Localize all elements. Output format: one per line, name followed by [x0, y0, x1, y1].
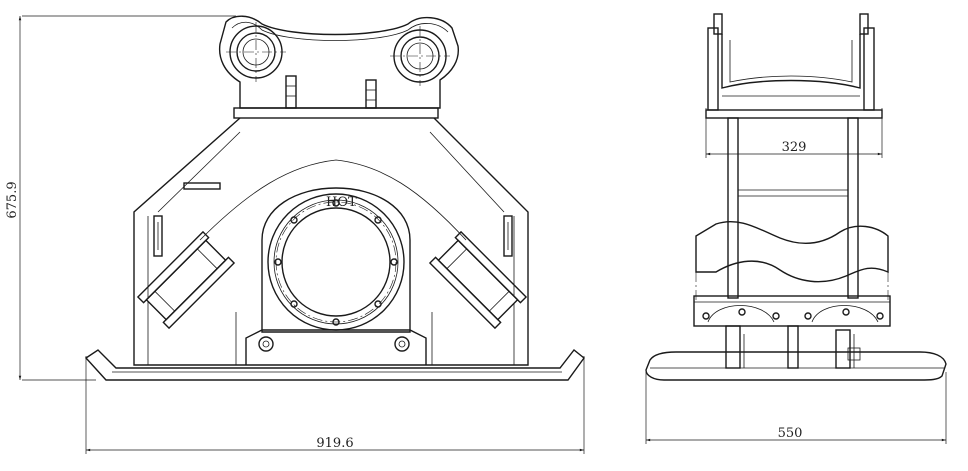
- dimension-width-front: 919.6: [85, 356, 585, 454]
- side-bracket: [705, 13, 883, 158]
- side-frame: [695, 117, 889, 300]
- mounting-bracket: [218, 15, 459, 109]
- side-compaction-plate: [645, 351, 947, 381]
- plate-mark: HOT: [326, 195, 357, 210]
- motor-housing: HOT: [261, 187, 411, 333]
- left-damper: [136, 230, 236, 330]
- side-lower-frame: [725, 325, 861, 369]
- right-damper: [428, 230, 528, 330]
- main-housing: [133, 117, 529, 366]
- top-flange: [233, 107, 439, 119]
- dimension-height: 675.9: [5, 15, 236, 381]
- dimension-height-label: 675.9: [5, 181, 20, 218]
- motor-base: [235, 312, 433, 365]
- dimension-width-side: 550: [645, 372, 947, 444]
- dimension-width-front-label: 919.6: [316, 436, 353, 451]
- dimension-bracket: 329: [705, 140, 883, 156]
- front-view: HOT: [84, 15, 585, 381]
- compaction-plate: [84, 349, 585, 381]
- dimension-width-side-label: 550: [778, 426, 803, 441]
- dimension-bracket-label: 329: [782, 140, 807, 155]
- side-view: [645, 13, 947, 381]
- side-damper-block: [693, 295, 891, 327]
